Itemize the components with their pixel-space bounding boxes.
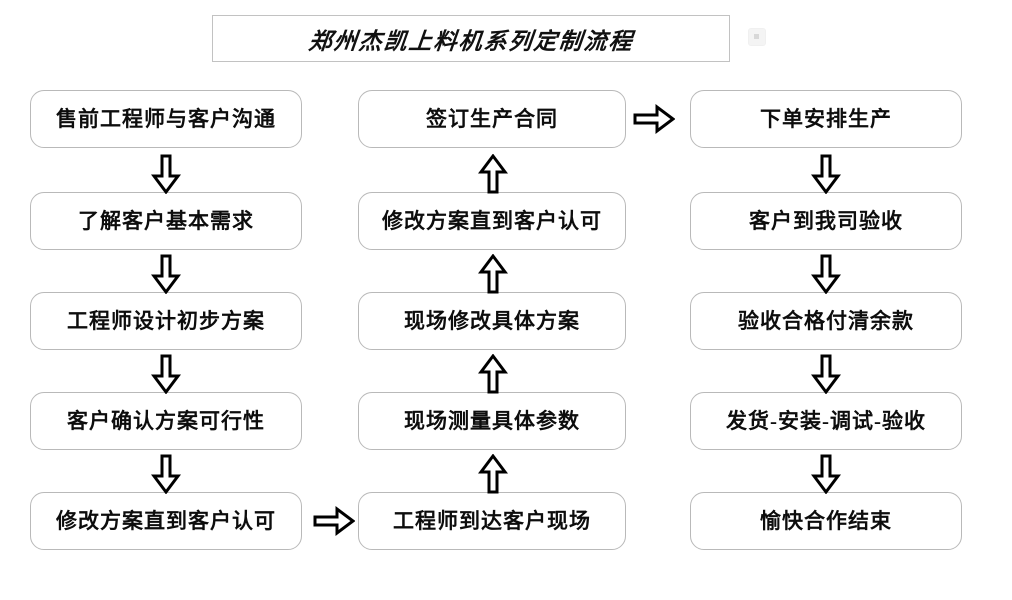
diagram-title-box: 郑州杰凯上料机系列定制流程: [212, 15, 730, 62]
node-1-5[interactable]: 修改方案直到客户认可: [30, 492, 302, 550]
arrow-right-icon: [633, 104, 675, 134]
node-label: 客户确认方案可行性: [67, 408, 265, 433]
arrow-down-icon: [811, 254, 841, 294]
node-label: 下单安排生产: [760, 106, 892, 131]
arrow-up-icon: [478, 254, 508, 294]
node-2-2[interactable]: 修改方案直到客户认可: [358, 192, 626, 250]
arrow-up-icon: [478, 154, 508, 194]
node-label: 修改方案直到客户认可: [382, 208, 602, 233]
node-1-1[interactable]: 售前工程师与客户沟通: [30, 90, 302, 148]
arrow-down-icon: [151, 354, 181, 394]
node-label: 发货-安装-调试-验收: [726, 408, 926, 433]
arrow-down-icon: [811, 154, 841, 194]
watermark-mark: [748, 28, 766, 46]
node-label: 现场测量具体参数: [404, 408, 580, 433]
node-label: 愉快合作结束: [760, 508, 892, 533]
arrow-right-icon: [313, 506, 355, 536]
node-label: 了解客户基本需求: [78, 208, 254, 233]
arrow-up-icon: [478, 354, 508, 394]
node-1-4[interactable]: 客户确认方案可行性: [30, 392, 302, 450]
node-label: 售前工程师与客户沟通: [56, 106, 276, 131]
arrow-up-icon: [478, 454, 508, 494]
node-3-2[interactable]: 客户到我司验收: [690, 192, 962, 250]
node-label: 客户到我司验收: [749, 208, 903, 233]
node-2-1[interactable]: 签订生产合同: [358, 90, 626, 148]
node-2-3[interactable]: 现场修改具体方案: [358, 292, 626, 350]
diagram-title: 郑州杰凯上料机系列定制流程: [306, 28, 635, 54]
node-1-2[interactable]: 了解客户基本需求: [30, 192, 302, 250]
node-3-1[interactable]: 下单安排生产: [690, 90, 962, 148]
arrow-down-icon: [811, 354, 841, 394]
node-label: 工程师设计初步方案: [67, 308, 265, 333]
arrow-down-icon: [151, 154, 181, 194]
node-2-4[interactable]: 现场测量具体参数: [358, 392, 626, 450]
node-3-4[interactable]: 发货-安装-调试-验收: [690, 392, 962, 450]
node-1-3[interactable]: 工程师设计初步方案: [30, 292, 302, 350]
node-label: 验收合格付清余款: [738, 308, 914, 333]
node-2-5[interactable]: 工程师到达客户现场: [358, 492, 626, 550]
node-label: 修改方案直到客户认可: [56, 508, 276, 533]
node-label: 现场修改具体方案: [404, 308, 580, 333]
node-label: 签订生产合同: [426, 106, 558, 131]
arrow-down-icon: [811, 454, 841, 494]
node-label: 工程师到达客户现场: [393, 508, 591, 533]
arrow-down-icon: [151, 254, 181, 294]
node-3-3[interactable]: 验收合格付清余款: [690, 292, 962, 350]
node-3-5[interactable]: 愉快合作结束: [690, 492, 962, 550]
arrow-down-icon: [151, 454, 181, 494]
